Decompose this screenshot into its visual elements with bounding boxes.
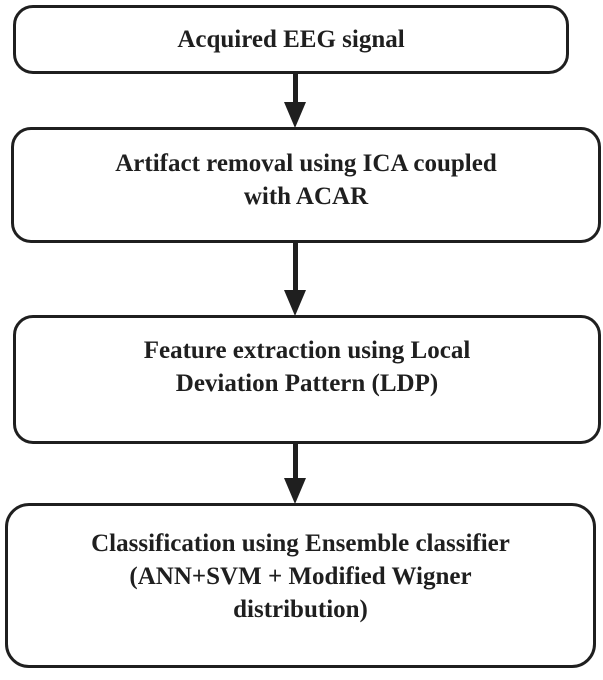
node-label: Artifact removal using ICA coupled with …: [115, 150, 497, 210]
down-arrow-icon: [284, 444, 306, 504]
down-arrow-icon: [284, 73, 306, 128]
flow-node-artifact-removal: Artifact removal using ICA coupled with …: [11, 127, 601, 243]
node-label: Classification using Ensemble classifier…: [91, 530, 510, 623]
arrow-head: [284, 290, 306, 316]
flow-node-classification: Classification using Ensemble classifier…: [5, 503, 596, 668]
arrow-head: [284, 102, 306, 128]
down-arrow-icon: [284, 243, 306, 316]
flow-node-feature-extraction: Feature extraction using Local Deviation…: [13, 315, 601, 444]
arrow-stem: [292, 73, 298, 102]
node-label: Acquired EEG signal: [177, 26, 405, 53]
node-label: Feature extraction using Local Deviation…: [143, 337, 471, 397]
arrow-head: [284, 478, 306, 504]
arrow-stem: [292, 444, 298, 478]
arrow-stem: [292, 243, 298, 290]
flow-node-acquired-eeg-signal: Acquired EEG signal: [13, 5, 569, 74]
